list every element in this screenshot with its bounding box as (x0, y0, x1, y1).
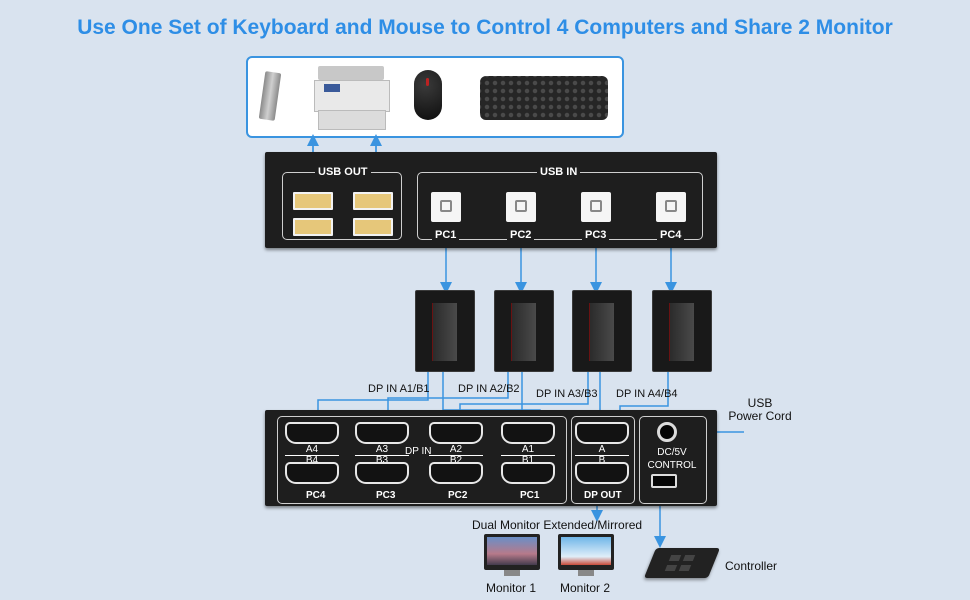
controller-label: Controller (725, 559, 778, 573)
dp-port-label-a4: A4 (285, 444, 339, 456)
pc-tower-icon-2 (494, 290, 554, 372)
usb-in-port-pc4[interactable] (656, 192, 686, 222)
dp-in-center-label: DP IN (405, 446, 432, 457)
dp-port-label-b1: B1 (521, 455, 535, 466)
dp-group-label-pc4: PC4 (303, 490, 329, 501)
dp-in-port-b1[interactable] (501, 462, 555, 484)
dp-panel: A4 B4 A3 B3 A2 B2 A1 B1 DP IN PC4 PC3 PC… (265, 410, 717, 506)
dp-out-group (571, 416, 635, 504)
dp-out-label: DP OUT (581, 490, 625, 501)
pc-tower-icon-1 (415, 290, 475, 372)
dp-in-label-1: DP IN A1/B1 (368, 383, 430, 395)
usb-in-port-pc1[interactable] (431, 192, 461, 222)
dp-port-label-b2: B2 (449, 455, 463, 466)
usb-in-label-pc1: PC1 (432, 229, 460, 241)
controller-icon (643, 548, 721, 578)
usb-in-label: USB IN (537, 166, 581, 178)
dc-label: DC/5V (657, 447, 687, 458)
dp-in-label-4: DP IN A4/B4 (616, 388, 678, 400)
dc-power-port[interactable] (657, 422, 677, 442)
dp-in-port-b4[interactable] (285, 462, 339, 484)
dp-group-label-pc1: PC1 (517, 490, 543, 501)
dp-in-label-2: DP IN A2/B2 (458, 383, 520, 395)
usb-power-cord-label: USB Power Cord (728, 396, 792, 423)
monitor-1-stand (504, 570, 520, 576)
dp-in-port-a4[interactable] (285, 422, 339, 444)
dp-port-label-a3: A3 (355, 444, 409, 456)
dp-group-label-pc3: PC3 (373, 490, 399, 501)
usb-in-label-pc4: PC4 (657, 229, 685, 241)
keyboard-icon (480, 76, 608, 120)
dual-monitor-label: Dual Monitor Extended/Mirrored (472, 518, 643, 532)
dp-out-label-b: B (598, 455, 606, 466)
control-port[interactable] (651, 474, 677, 488)
dp-in-port-b2[interactable] (429, 462, 483, 484)
pc-tower-icon-3 (572, 290, 632, 372)
usb-in-label-pc2: PC2 (507, 229, 535, 241)
usb-out-port-3[interactable] (293, 218, 333, 236)
usb-out-port-2[interactable] (353, 192, 393, 210)
control-label: CONTROL (647, 460, 697, 471)
monitor-1-label: Monitor 1 (486, 581, 537, 595)
usb-in-port-pc3[interactable] (581, 192, 611, 222)
usb-in-port-pc2[interactable] (506, 192, 536, 222)
dp-port-label-b3: B3 (375, 455, 389, 466)
mouse-icon (414, 70, 442, 120)
dp-group-label-pc2: PC2 (445, 490, 471, 501)
usb-in-label-pc3: PC3 (582, 229, 610, 241)
usb-out-port-4[interactable] (353, 218, 393, 236)
dp-in-group (277, 416, 567, 504)
page-title: Use One Set of Keyboard and Mouse to Con… (77, 16, 893, 39)
monitor-2-icon (558, 534, 614, 570)
usb-out-label: USB OUT (315, 166, 371, 178)
dp-in-port-a1[interactable] (501, 422, 555, 444)
pc-tower-icon-4 (652, 290, 712, 372)
dp-in-port-a3[interactable] (355, 422, 409, 444)
dp-out-label-a: A (575, 444, 629, 456)
power-control-group (639, 416, 707, 504)
dp-out-port-b[interactable] (575, 462, 629, 484)
usb-out-port-1[interactable] (293, 192, 333, 210)
monitor-2-label: Monitor 2 (560, 581, 611, 595)
usb-panel: USB OUT USB IN PC1 PC2 PC3 PC4 (265, 152, 717, 248)
dp-in-port-b3[interactable] (355, 462, 409, 484)
dp-out-port-a[interactable] (575, 422, 629, 444)
peripherals-box (246, 56, 624, 138)
dp-port-label-b4: B4 (305, 455, 319, 466)
monitor-2-stand (578, 570, 594, 576)
dp-port-label-a2: A2 (429, 444, 483, 456)
monitor-1-icon (484, 534, 540, 570)
dp-in-port-a2[interactable] (429, 422, 483, 444)
dp-port-label-a1: A1 (501, 444, 555, 456)
printer-icon (314, 66, 390, 130)
dp-in-label-3: DP IN A3/B3 (536, 388, 598, 400)
